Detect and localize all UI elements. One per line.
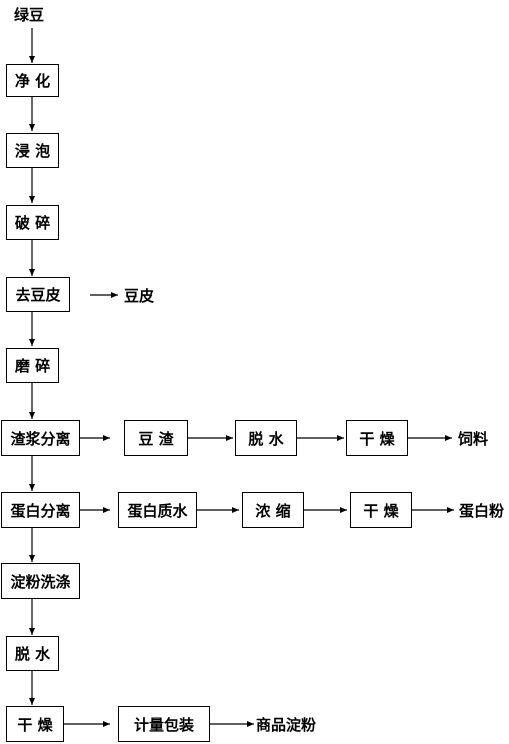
- step-protein-separation: 蛋白分离: [1, 492, 80, 528]
- step-residue-separation: 渣浆分离: [1, 420, 80, 456]
- step-soak: 浸 泡: [6, 133, 59, 168]
- start-label: 绿豆: [14, 6, 45, 24]
- step-dehull: 去豆皮: [6, 277, 70, 312]
- protein-water-box: 蛋白质水: [118, 492, 197, 528]
- residue-dry-box: 干 燥: [346, 420, 408, 456]
- protein-dry-box: 干 燥: [350, 492, 412, 528]
- concentrate-box: 浓 缩: [242, 492, 304, 528]
- feed-output: 饲料: [458, 430, 489, 448]
- step-starch-washing: 淀粉洗涤: [1, 563, 80, 599]
- step-dry: 干 燥: [6, 706, 64, 742]
- residue-dewater-box: 脱 水: [235, 420, 297, 456]
- step-break: 破 碎: [6, 205, 59, 240]
- package-box: 计量包装: [118, 706, 210, 742]
- step-dewater: 脱 水: [6, 636, 59, 671]
- step-purify: 净 化: [6, 64, 59, 97]
- hull-output: 豆皮: [124, 287, 155, 305]
- step-grind: 磨 碎: [6, 348, 59, 383]
- protein-powder-output: 蛋白粉: [459, 502, 505, 520]
- residue-box: 豆 渣: [124, 420, 188, 456]
- commercial-starch-output: 商品淀粉: [256, 716, 317, 734]
